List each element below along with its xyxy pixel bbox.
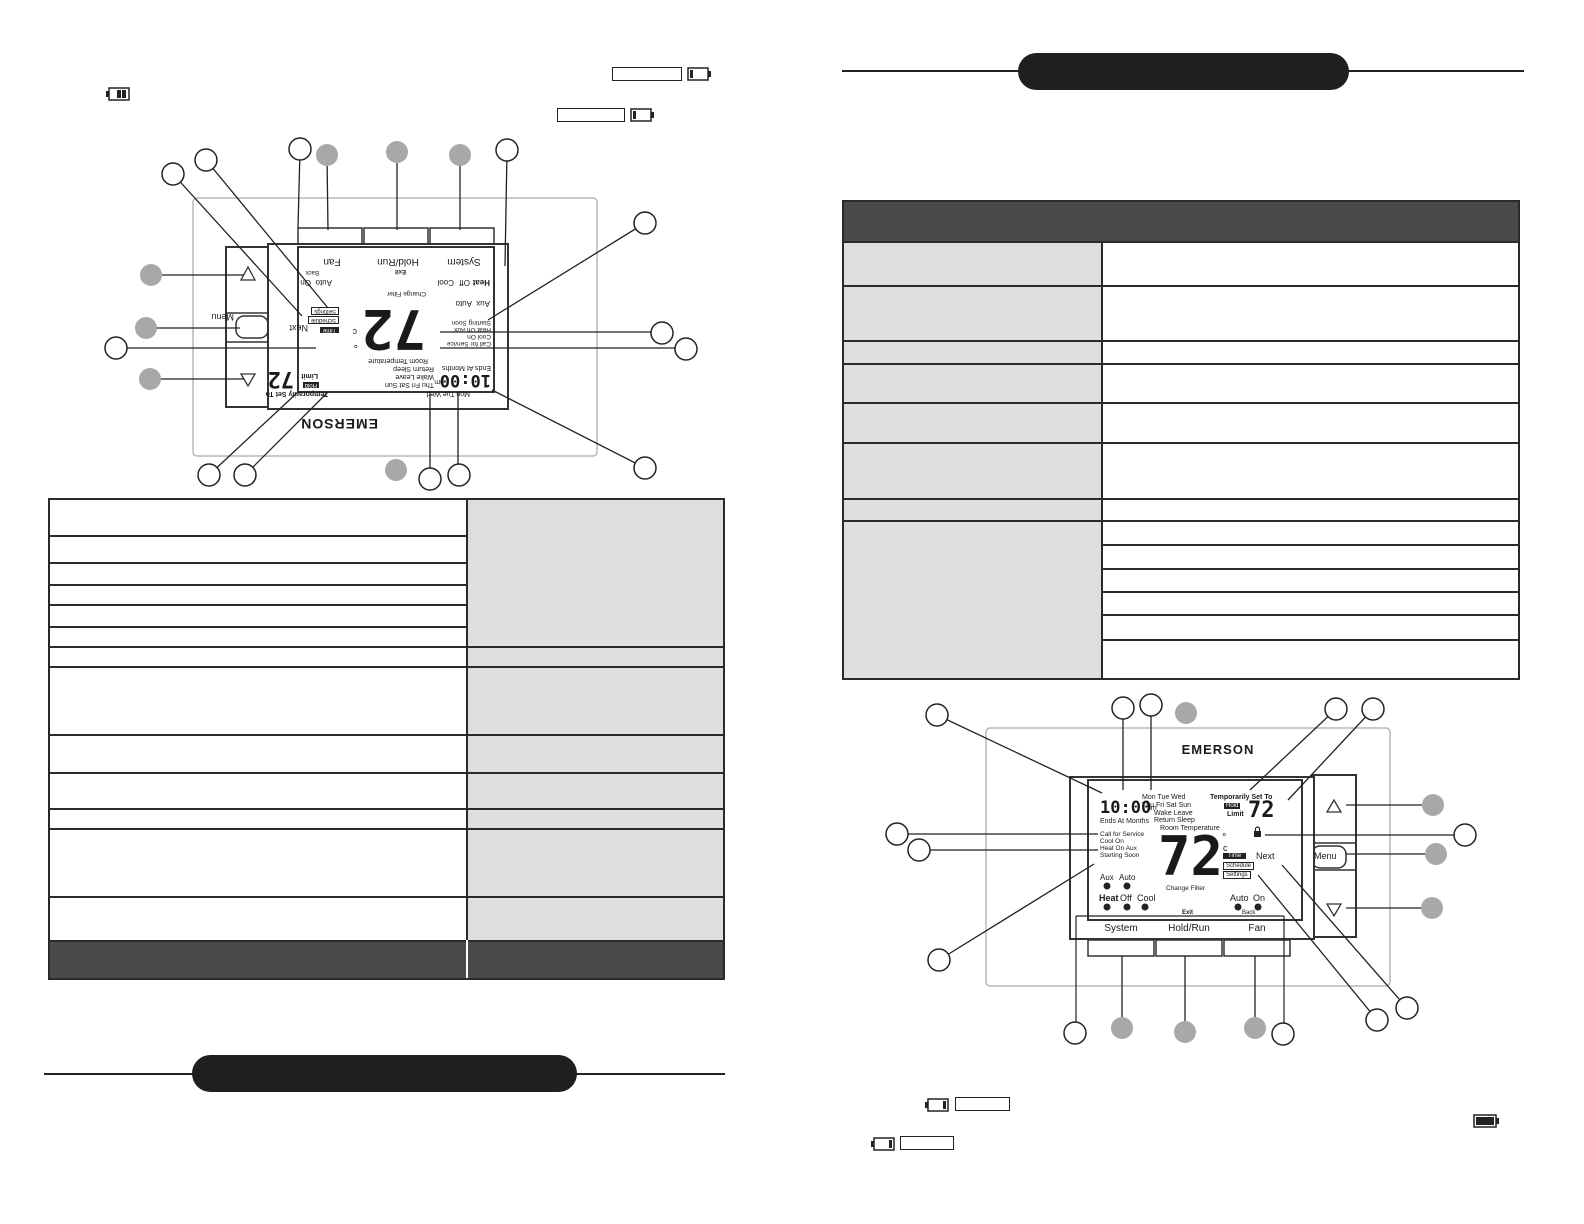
- lcd-change-filter: Change Filter: [386, 290, 426, 297]
- lock-icon: [1254, 831, 1261, 837]
- lcd-menu-time: Time: [1223, 853, 1247, 859]
- lcd-menu-settings: Settings: [1223, 871, 1251, 879]
- lcd-time: 10:00: [1100, 798, 1152, 818]
- lcd-room-temp: 72: [360, 297, 426, 360]
- lcd-cool: Cool: [1137, 893, 1156, 903]
- lcd-room-temperature: Room Temperature: [1160, 825, 1220, 832]
- lcd-wake-leave: Wake Leave: [1154, 810, 1193, 817]
- lcd-cool-on: Cool On: [467, 333, 491, 340]
- lcd-c: c: [1223, 843, 1228, 853]
- lcd-fan-on: On: [1253, 893, 1266, 903]
- lcd-aux: Aux: [1100, 873, 1114, 882]
- lcd-c: c: [352, 327, 358, 337]
- lcd-off: Off: [1120, 893, 1132, 903]
- lcd-return-sleep: Return Sleep: [1154, 817, 1195, 824]
- left-lcd-content: System Hold/Run Fan 10:00 pm Mon Tue Wed…: [198, 247, 594, 432]
- lcd-pm: pm: [434, 378, 444, 385]
- lcd-exit: Exit: [394, 268, 406, 274]
- lcd-set-temp: 72: [1248, 798, 1275, 823]
- hold-run-button-label[interactable]: Hold/Run: [1168, 923, 1210, 934]
- lcd-menu-schedule: Schedule: [1223, 862, 1255, 870]
- battery-icon: [1473, 1114, 1499, 1128]
- right-table: [842, 200, 1520, 680]
- lcd-starting-soon: Starting Soon: [1100, 852, 1140, 859]
- lcd-heat: Heat: [1099, 893, 1119, 903]
- lcd-call-for-service: Call for Service: [446, 340, 491, 347]
- lcd-off: Off: [459, 278, 470, 287]
- section-heading-pill: [192, 1055, 577, 1092]
- battery-icon: [106, 87, 130, 101]
- battery-label-box: [612, 67, 682, 81]
- lcd-aux: Aux: [476, 299, 490, 308]
- down-arrow-icon: [239, 373, 257, 388]
- battery-label-box: [955, 1097, 1010, 1111]
- lcd-fan-on: On: [300, 278, 311, 287]
- lcd-hold: Hold: [302, 382, 319, 388]
- lcd-heat-on-aux: Heat On Aux: [1100, 845, 1137, 852]
- lcd-cool-on: Cool On: [1100, 838, 1124, 845]
- lcd-exit: Exit: [1182, 910, 1194, 916]
- battery-icon: [871, 1137, 895, 1151]
- system-button-label[interactable]: System: [1104, 923, 1138, 934]
- lcd-return-sleep: Return Sleep: [393, 365, 434, 372]
- brand-logo-text: EMERSON: [1181, 742, 1255, 757]
- lcd-cool: Cool: [437, 278, 454, 287]
- lcd-auto: Auto: [455, 299, 472, 308]
- lcd-days-row1: Mon Tue Wed: [426, 390, 470, 397]
- fan-button-label[interactable]: Fan: [1248, 923, 1266, 934]
- lcd-days-row2: Thu Fri Sat Sun: [384, 381, 434, 388]
- lcd-starting-soon: Starting Soon: [451, 319, 491, 326]
- lcd-ends-at: Ends At Months: [441, 364, 491, 371]
- system-button-label: System: [447, 256, 481, 267]
- right-thermostat-diagram: [885, 693, 1477, 1046]
- lcd-heat: Heat: [472, 278, 490, 287]
- lcd-back: Back: [1242, 910, 1256, 916]
- lcd-next: Next: [289, 323, 308, 333]
- lcd-back: Back: [305, 269, 319, 275]
- lcd-fan-auto: Auto: [315, 278, 332, 287]
- left-table: [48, 498, 725, 980]
- lcd-limit: Limit: [1227, 811, 1244, 818]
- lcd-days-row1: Mon Tue Wed: [1142, 794, 1186, 801]
- lcd-limit: Limit: [301, 372, 318, 379]
- up-arrow-icon: [1325, 798, 1343, 813]
- battery-label-box: [557, 108, 625, 122]
- lcd-hold: Hold: [1224, 803, 1241, 809]
- right-lcd-content: EMERSON 10:00 pm Mon Tue Wed Thu Fri Sat…: [1088, 742, 1337, 940]
- menu-button-label[interactable]: Menu: [1314, 851, 1337, 861]
- battery-icon: [925, 1098, 949, 1112]
- lcd-menu-settings: Settings: [311, 307, 339, 315]
- battery-icon: [687, 67, 711, 81]
- lcd-ends-at: Ends At Months: [1100, 818, 1150, 825]
- section-heading-pill: [1018, 53, 1349, 90]
- lcd-temporarily-set-to: Temporarily Set To: [1210, 794, 1273, 801]
- lcd-change-filter: Change Filter: [1166, 885, 1206, 892]
- lcd-pm: pm: [1147, 805, 1157, 812]
- lcd-deg: °: [353, 337, 358, 349]
- lcd-menu-schedule: Schedule: [307, 316, 339, 324]
- battery-icon: [630, 108, 654, 122]
- lcd-time: 10:00: [439, 370, 491, 390]
- lcd-heat-on-aux: Heat On Aux: [454, 326, 491, 333]
- battery-label-box: [900, 1136, 954, 1150]
- lcd-wake-leave: Wake Leave: [395, 373, 434, 380]
- up-arrow-icon: [239, 265, 257, 281]
- lcd-fan-auto: Auto: [1230, 893, 1249, 903]
- lcd-auto: Auto: [1119, 873, 1136, 882]
- hold-run-button-label: Hold/Run: [377, 256, 419, 267]
- lcd-room-temp: 72: [1158, 825, 1224, 888]
- lcd-temporarily-set-to: Temporarily Set To: [265, 390, 328, 397]
- menu-button-label[interactable]: Menu: [211, 312, 234, 322]
- lcd-call-for-service: Call for Service: [1100, 831, 1145, 838]
- lcd-deg: °: [1222, 832, 1227, 844]
- left-thermostat-diagram: [104, 137, 698, 491]
- brand-logo-text: EMERSON: [300, 416, 378, 432]
- fan-button-label: Fan: [323, 256, 341, 267]
- lcd-set-temp: 72: [267, 366, 295, 391]
- lcd-days-row2: Thu Fri Sat Sun: [1142, 802, 1192, 809]
- lcd-next: Next: [1256, 851, 1275, 861]
- down-arrow-icon: [1325, 903, 1343, 918]
- lcd-menu-time: Time: [319, 327, 339, 333]
